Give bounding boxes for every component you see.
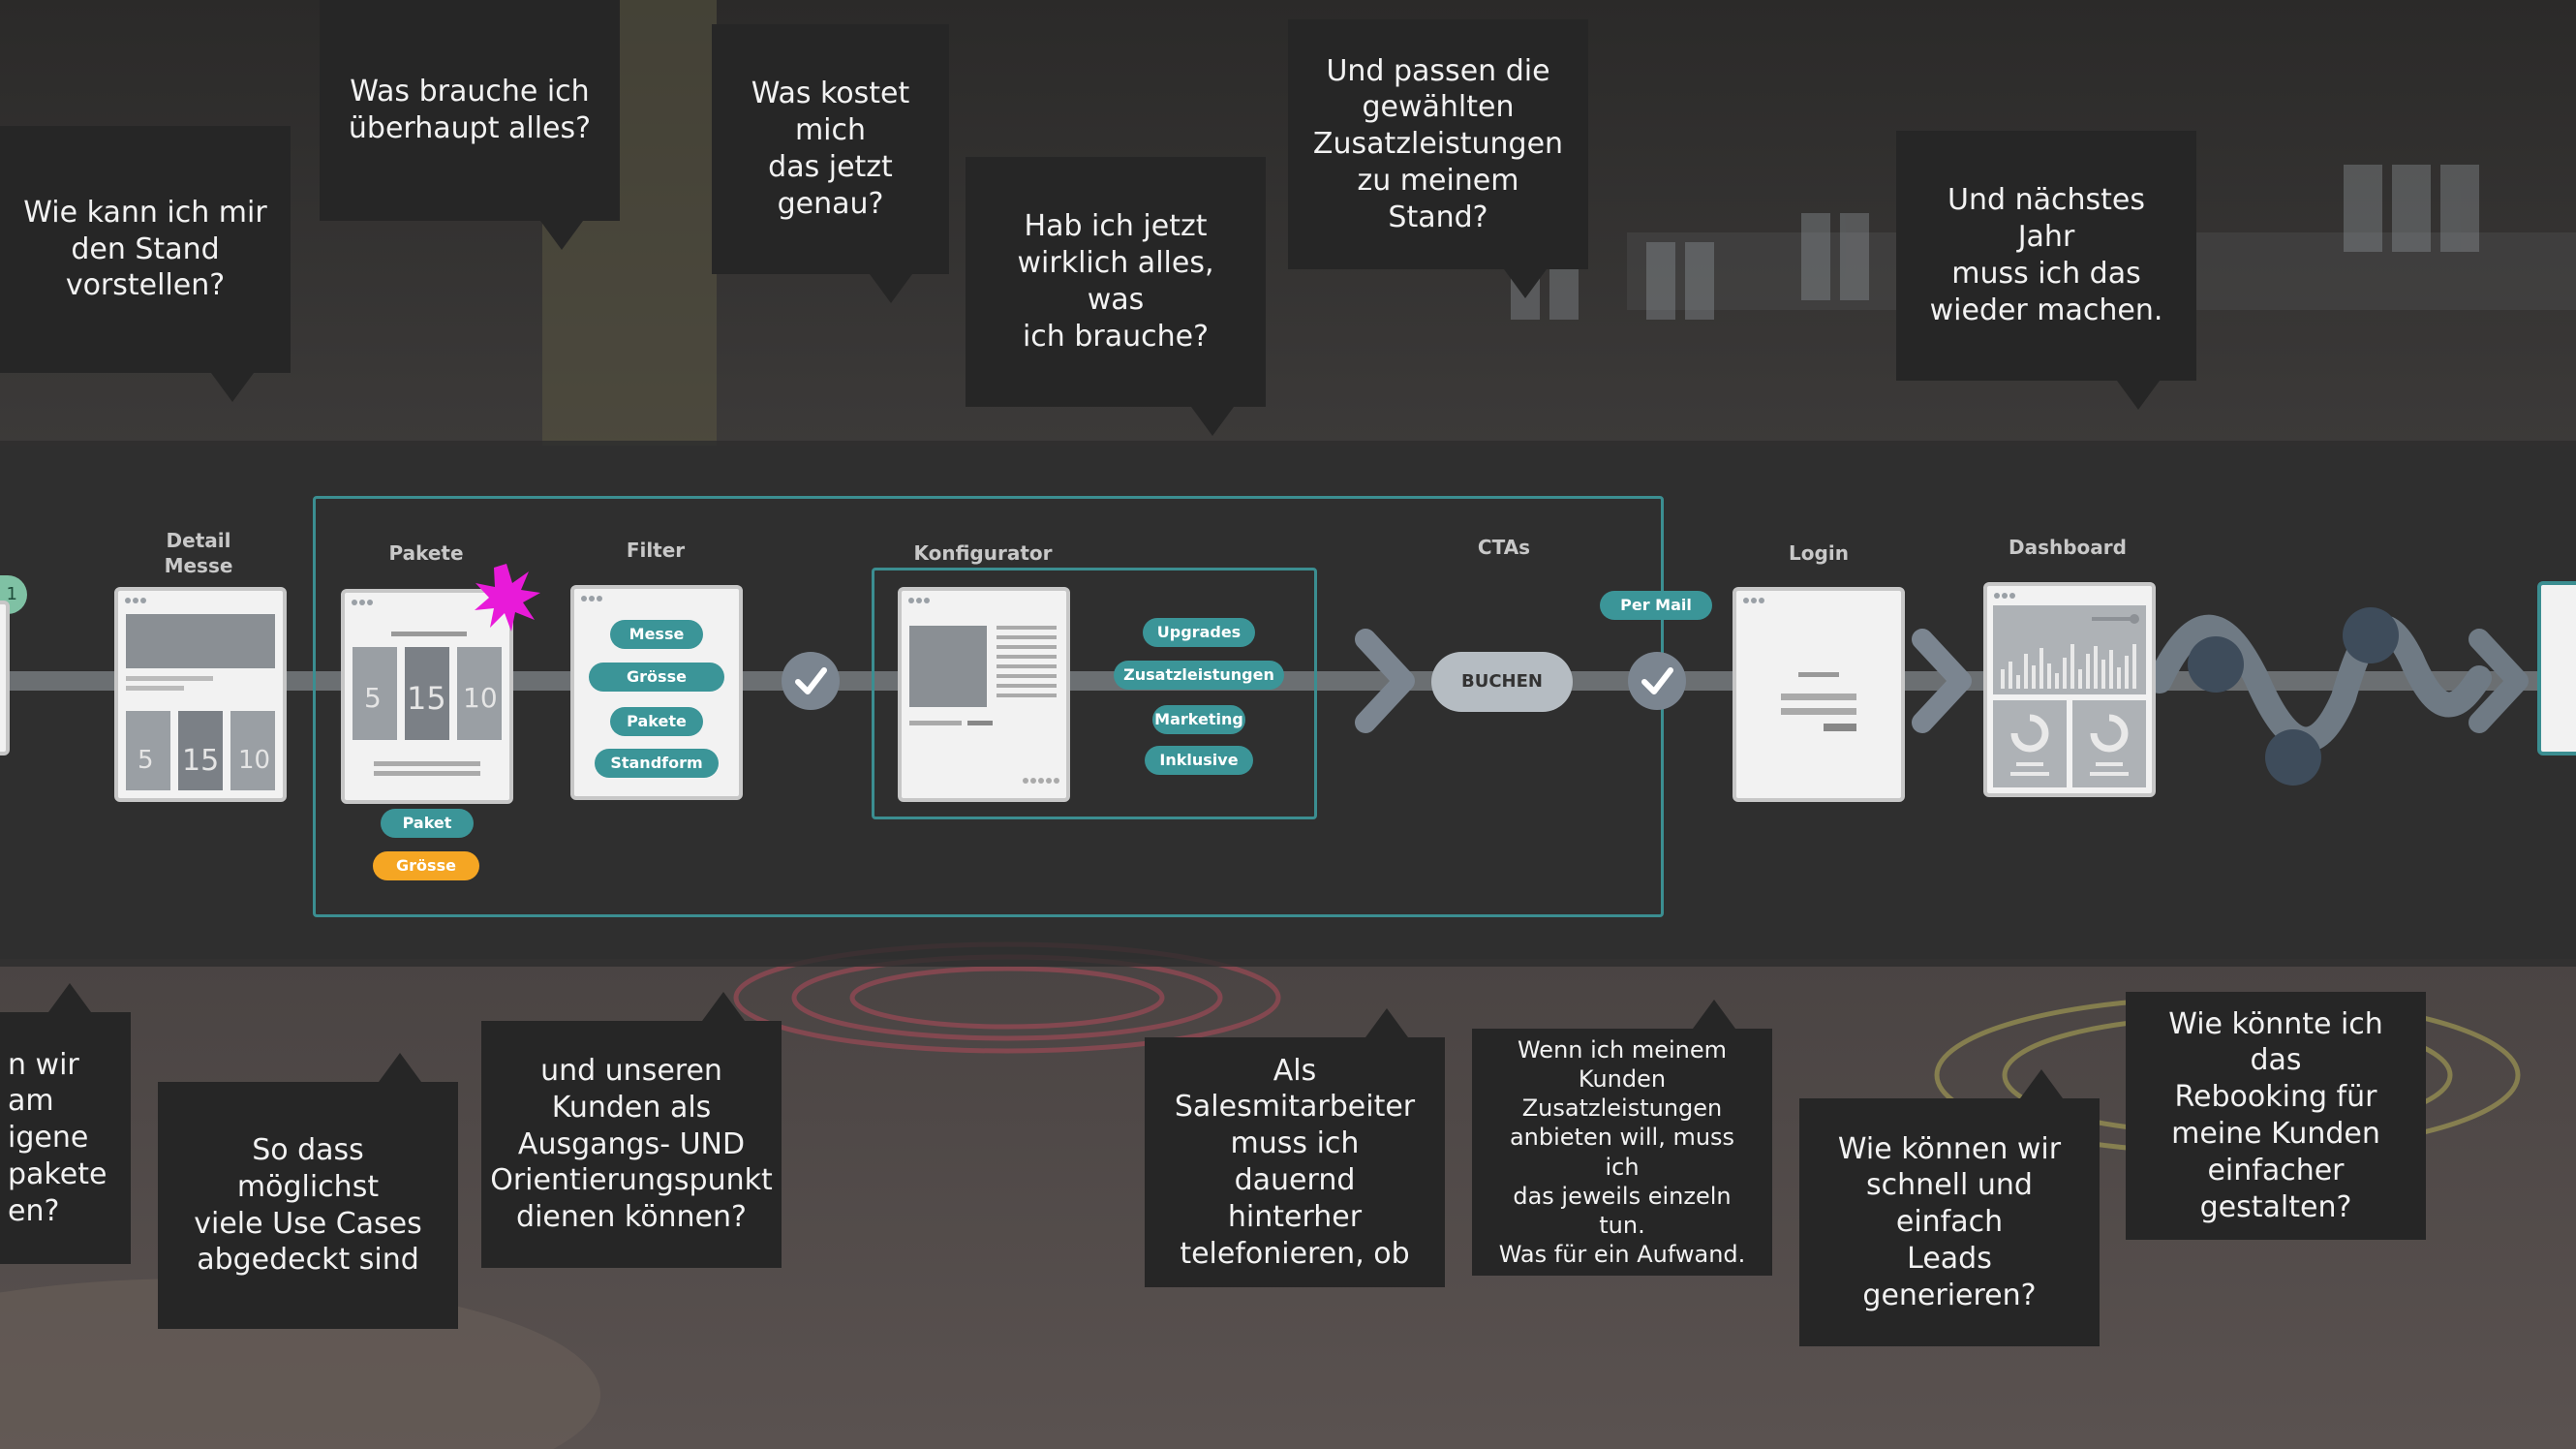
bubble-text: So dass möglichst viele Use Cases abgede… xyxy=(194,1132,422,1278)
detail-num-2: 15 xyxy=(182,744,220,778)
journey-node xyxy=(2188,636,2244,693)
statement-bubble-5: Wenn ich meinem Kunden Zusatzleistungen … xyxy=(1472,1029,1772,1276)
pakete-num-3: 10 xyxy=(463,682,498,714)
journey-wave xyxy=(2147,614,2492,753)
edge-card-left xyxy=(0,601,10,755)
wireframe-login-graphic xyxy=(1743,598,1856,731)
konfigurator-frame xyxy=(872,568,1317,819)
edge-card xyxy=(2537,581,2576,755)
wireframe-pakete[interactable]: 5 15 10 xyxy=(341,589,513,804)
konfig-pill-inklusive[interactable]: Inklusive xyxy=(1145,746,1253,775)
bubble-text: Hab ich jetzt wirklich alles, was ich br… xyxy=(1017,209,1214,354)
statement-bubble-1: n wir am igene pakete en? xyxy=(0,1012,131,1264)
wireframe-konfigurator-graphic xyxy=(908,598,1059,784)
starburst-icon xyxy=(475,564,540,632)
question-bubble-4: Hab ich jetzt wirklich alles, was ich br… xyxy=(966,157,1266,407)
step-label-pakete: Pakete xyxy=(388,541,464,565)
konfig-pill-marketing[interactable]: Marketing xyxy=(1152,705,1245,734)
step-label-filter: Filter xyxy=(626,539,686,562)
question-bubble-6: Und nächstes Jahr muss ich das wieder ma… xyxy=(1896,131,2196,381)
statement-bubble-6: Wie können wir schnell und einfach Leads… xyxy=(1799,1098,2100,1346)
wireframe-detail[interactable]: 5 15 10 xyxy=(114,587,287,802)
chart-icon xyxy=(1993,593,2146,787)
step-label-login: Login xyxy=(1789,541,1849,565)
question-bubble-3: Was kostet mich das jetzt genau? xyxy=(712,24,949,274)
statement-bubble-3: und unseren Kunden als Ausgangs- UND Ori… xyxy=(481,1021,782,1268)
bubble-text: Und nächstes Jahr muss ich das wieder ma… xyxy=(1929,183,2163,327)
konfig-pill-zusatzleistungen[interactable]: Zusatzleistungen xyxy=(1114,661,1284,690)
tag-groesse[interactable]: Grösse xyxy=(373,851,479,880)
filter-pill-pakete[interactable]: Pakete xyxy=(610,707,703,736)
filter-pill-groesse[interactable]: Grösse xyxy=(589,663,724,692)
statement-bubble-2: So dass möglichst viele Use Cases abgede… xyxy=(158,1082,458,1329)
badge-number: 1 xyxy=(6,584,17,604)
statement-bubble-7: Wie könnte ich das Rebooking für meine K… xyxy=(2126,992,2426,1240)
detail-num-3: 10 xyxy=(238,746,271,775)
question-bubble-5: Und passen die gewählten Zusatzleistunge… xyxy=(1288,19,1588,269)
donut-icon xyxy=(2010,714,2129,753)
tag-paket[interactable]: Paket xyxy=(381,809,474,838)
bubble-text: Als Salesmitarbeiter muss ich dauernd hi… xyxy=(1174,1053,1416,1271)
step-label-konfigurator: Konfigurator xyxy=(913,541,1053,565)
wireframe-dashboard[interactable] xyxy=(1983,582,2156,797)
step-label-ctas: CTAs xyxy=(1477,536,1531,559)
statement-bubble-4: Als Salesmitarbeiter muss ich dauernd hi… xyxy=(1145,1037,1445,1287)
wireframe-pakete-graphic xyxy=(352,600,502,776)
arrow-right-icon xyxy=(1355,629,1415,733)
step-label-dashboard: Dashboard xyxy=(2009,536,2127,559)
wireframe-login[interactable] xyxy=(1733,587,1905,802)
filter-pill-standform[interactable]: Standform xyxy=(595,749,719,778)
check-icon xyxy=(1628,652,1686,710)
konfig-pill-upgrades[interactable]: Upgrades xyxy=(1143,618,1255,647)
pakete-num-2: 15 xyxy=(407,680,446,717)
arrow-right-icon xyxy=(1912,629,1972,733)
pakete-num-1: 5 xyxy=(364,682,382,714)
wireframe-detail-graphic xyxy=(125,598,275,790)
detail-num-1: 5 xyxy=(138,746,154,775)
bubble-text: Wie können wir schnell und einfach Leads… xyxy=(1837,1131,2062,1312)
check-icon xyxy=(782,652,840,710)
journey-node xyxy=(2265,729,2321,786)
bubble-text: Wenn ich meinem Kunden Zusatzleistungen … xyxy=(1498,1035,1746,1269)
per-mail-tag[interactable]: Per Mail xyxy=(1600,591,1712,620)
bubble-text: Was brauche ich überhaupt alles? xyxy=(348,75,592,145)
bubble-text: Was kostet mich das jetzt genau? xyxy=(751,77,910,221)
bubble-text: Wie könnte ich das Rebooking für meine K… xyxy=(2168,1006,2383,1224)
question-bubble-1: Wie kann ich mir den Stand vorstellen? xyxy=(0,126,291,373)
bubble-text: Und passen die gewählten Zusatzleistunge… xyxy=(1312,53,1564,234)
journey-node xyxy=(2343,607,2399,663)
step-label-detail: Detail Messe xyxy=(164,529,233,577)
bubble-text: und unseren Kunden als Ausgangs- UND Ori… xyxy=(490,1054,773,1235)
bubble-text: n wir am igene pakete en? xyxy=(8,1047,107,1228)
buchen-button[interactable]: BUCHEN xyxy=(1431,652,1573,712)
wireframe-filter-graphic xyxy=(581,596,602,601)
arrow-right-icon xyxy=(2469,629,2529,733)
filter-pill-messe[interactable]: Messe xyxy=(610,620,703,649)
bubble-text: Wie kann ich mir den Stand vorstellen? xyxy=(23,195,267,303)
wireframe-konfigurator[interactable] xyxy=(898,587,1070,802)
question-bubble-2: Was brauche ich überhaupt alles? xyxy=(320,0,620,221)
